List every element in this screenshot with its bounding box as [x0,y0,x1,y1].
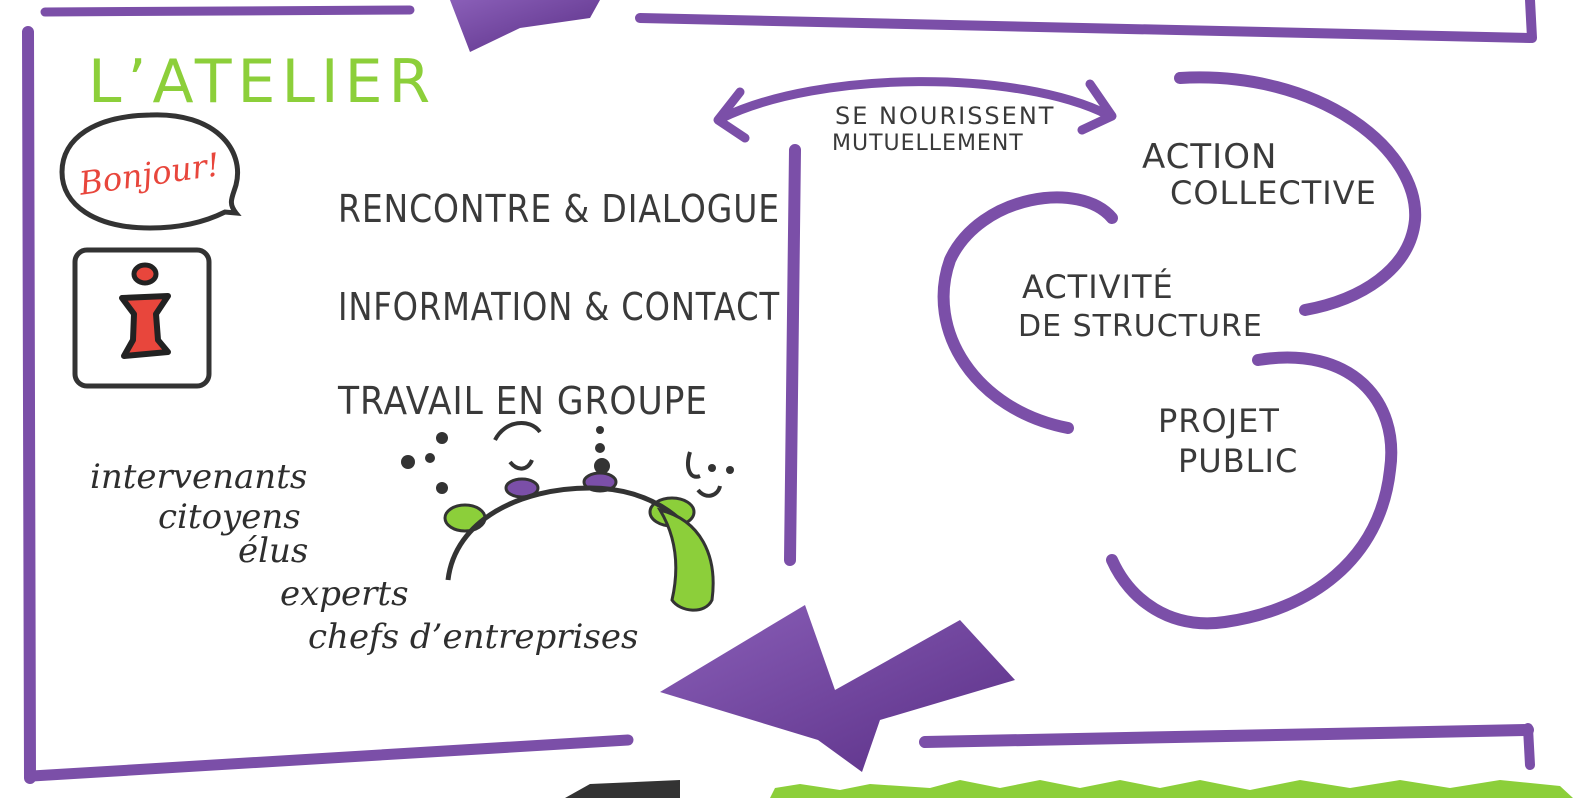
atelier-frame [22,26,801,784]
participant-elus: élus [238,531,308,571]
info-icon [72,247,212,389]
participant-experts: experts [280,574,409,614]
node-action-line2: COLLECTIVE [1170,174,1377,212]
top-frame [40,0,1537,52]
cycle-node-activite-structure: ACTIVITÉ DE STRUCTURE [1018,268,1263,344]
cycle-node-projet-public: PROJET PUBLIC [1158,402,1298,480]
participants-list: intervenants citoyens élus experts chefs… [90,457,638,657]
down-arrow [660,605,1015,772]
participant-chefs: chefs d’entreprises [308,617,638,657]
cycle-node-action-collective: ACTION COLLECTIVE [1142,137,1377,212]
node-projet-line1: PROJET [1158,402,1280,440]
node-activite-line2: DE STRUCTURE [1018,309,1263,344]
node-activite-line1: ACTIVITÉ [1022,268,1174,306]
cycle-arcs [937,71,1422,630]
speech-bubble-icon: Bonjour! [59,112,242,231]
bottom-frame [565,723,1573,798]
mutual-arrow [713,77,1117,143]
atelier-item-rencontre: RENCONTRE & DIALOGUE [338,187,780,231]
mutual-arrow-label-1: SE NOURISSENT [835,102,1055,130]
participant-intervenants: intervenants [90,457,307,497]
atelier-item-information: INFORMATION & CONTACT [338,285,780,329]
node-projet-line2: PUBLIC [1178,442,1298,480]
atelier-items: RENCONTRE & DIALOGUE INFORMATION & CONTA… [337,187,780,423]
atelier-title: L’ATELIER [88,47,436,117]
participant-citoyens: citoyens [158,497,301,537]
atelier-item-travail: TRAVAIL EN GROUPE [337,379,708,423]
mutual-arrow-label-2: MUTUELLEMENT [832,131,1024,156]
node-action-line1: ACTION [1142,137,1277,177]
group-table-illustration [401,420,734,612]
